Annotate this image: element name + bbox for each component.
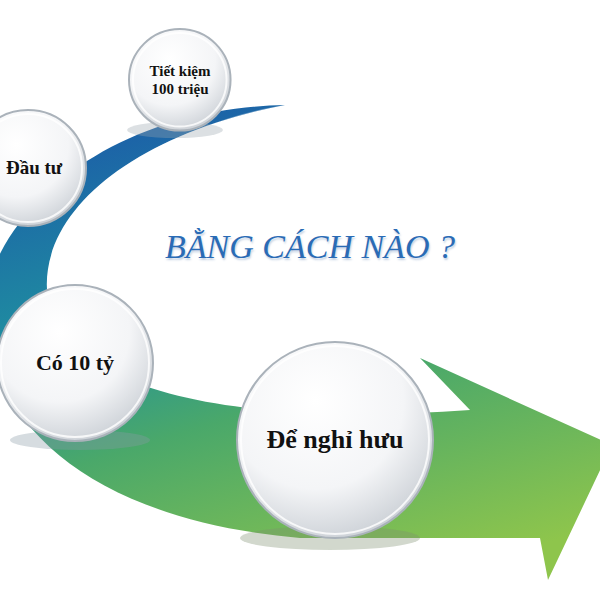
circle-rim — [133, 33, 227, 127]
step-circle: Tiết kiệm 100 triệu — [127, 27, 233, 133]
step-circle: Có 10 tỷ — [0, 283, 155, 443]
step-circle: Đầu tư — [0, 108, 88, 228]
circle-rim — [241, 346, 429, 534]
circle-rim — [1, 289, 149, 437]
step-label: Có 10 tỷ — [36, 350, 114, 376]
step-label: Để nghỉ hưu — [267, 424, 404, 455]
circle-body — [129, 29, 231, 131]
circle-body — [0, 285, 153, 441]
circle-rim — [0, 114, 82, 222]
step-circle: Để nghỉ hưu — [235, 340, 435, 540]
heading-text: BẰNG CÁCH NÀO ? — [165, 228, 455, 266]
circle-outline — [127, 27, 233, 133]
circle-body — [0, 110, 86, 226]
circle-body — [237, 342, 433, 538]
step-label: Tiết kiệm 100 triệu — [139, 62, 221, 98]
step-label: Đầu tư — [6, 157, 62, 180]
swoosh-band — [0, 105, 600, 580]
